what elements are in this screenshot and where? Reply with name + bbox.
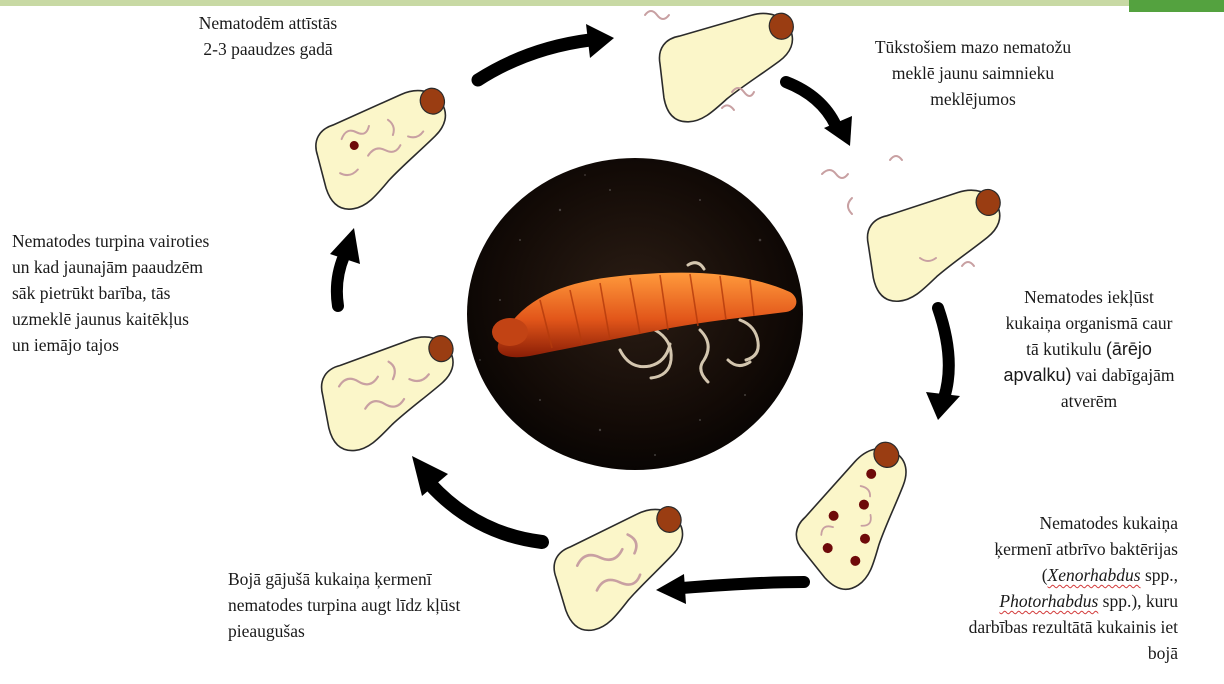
larva-top-center [652, 8, 806, 125]
larva-photo [467, 158, 803, 470]
larva-bottom [543, 500, 707, 637]
genus-xenorhabdus: Xenorhabdus [1048, 565, 1141, 585]
caption-seek-host: Tūkstošiem mazo nematožu meklē jaunu sai… [838, 34, 1108, 112]
caption-growth: Bojā gājušā kukaiņa ķermenī nematodes tu… [228, 566, 476, 644]
caption-infection: Nematodes iekļūst kukaiņa organismā caur… [958, 284, 1220, 414]
larva-top-left [306, 82, 468, 215]
genus-photorhabdus: Photorhabdus [999, 591, 1098, 611]
caption-bacteria-release: Nematodes kukaiņa ķermenī atbrīvo baktēr… [858, 510, 1178, 666]
caption-generations: Nematodēm attīstās 2-3 paaudzes gadā [148, 10, 388, 62]
caption-reproduction: Nematodes turpina vairoties un kad jauna… [12, 228, 286, 358]
larva-left [313, 330, 472, 456]
